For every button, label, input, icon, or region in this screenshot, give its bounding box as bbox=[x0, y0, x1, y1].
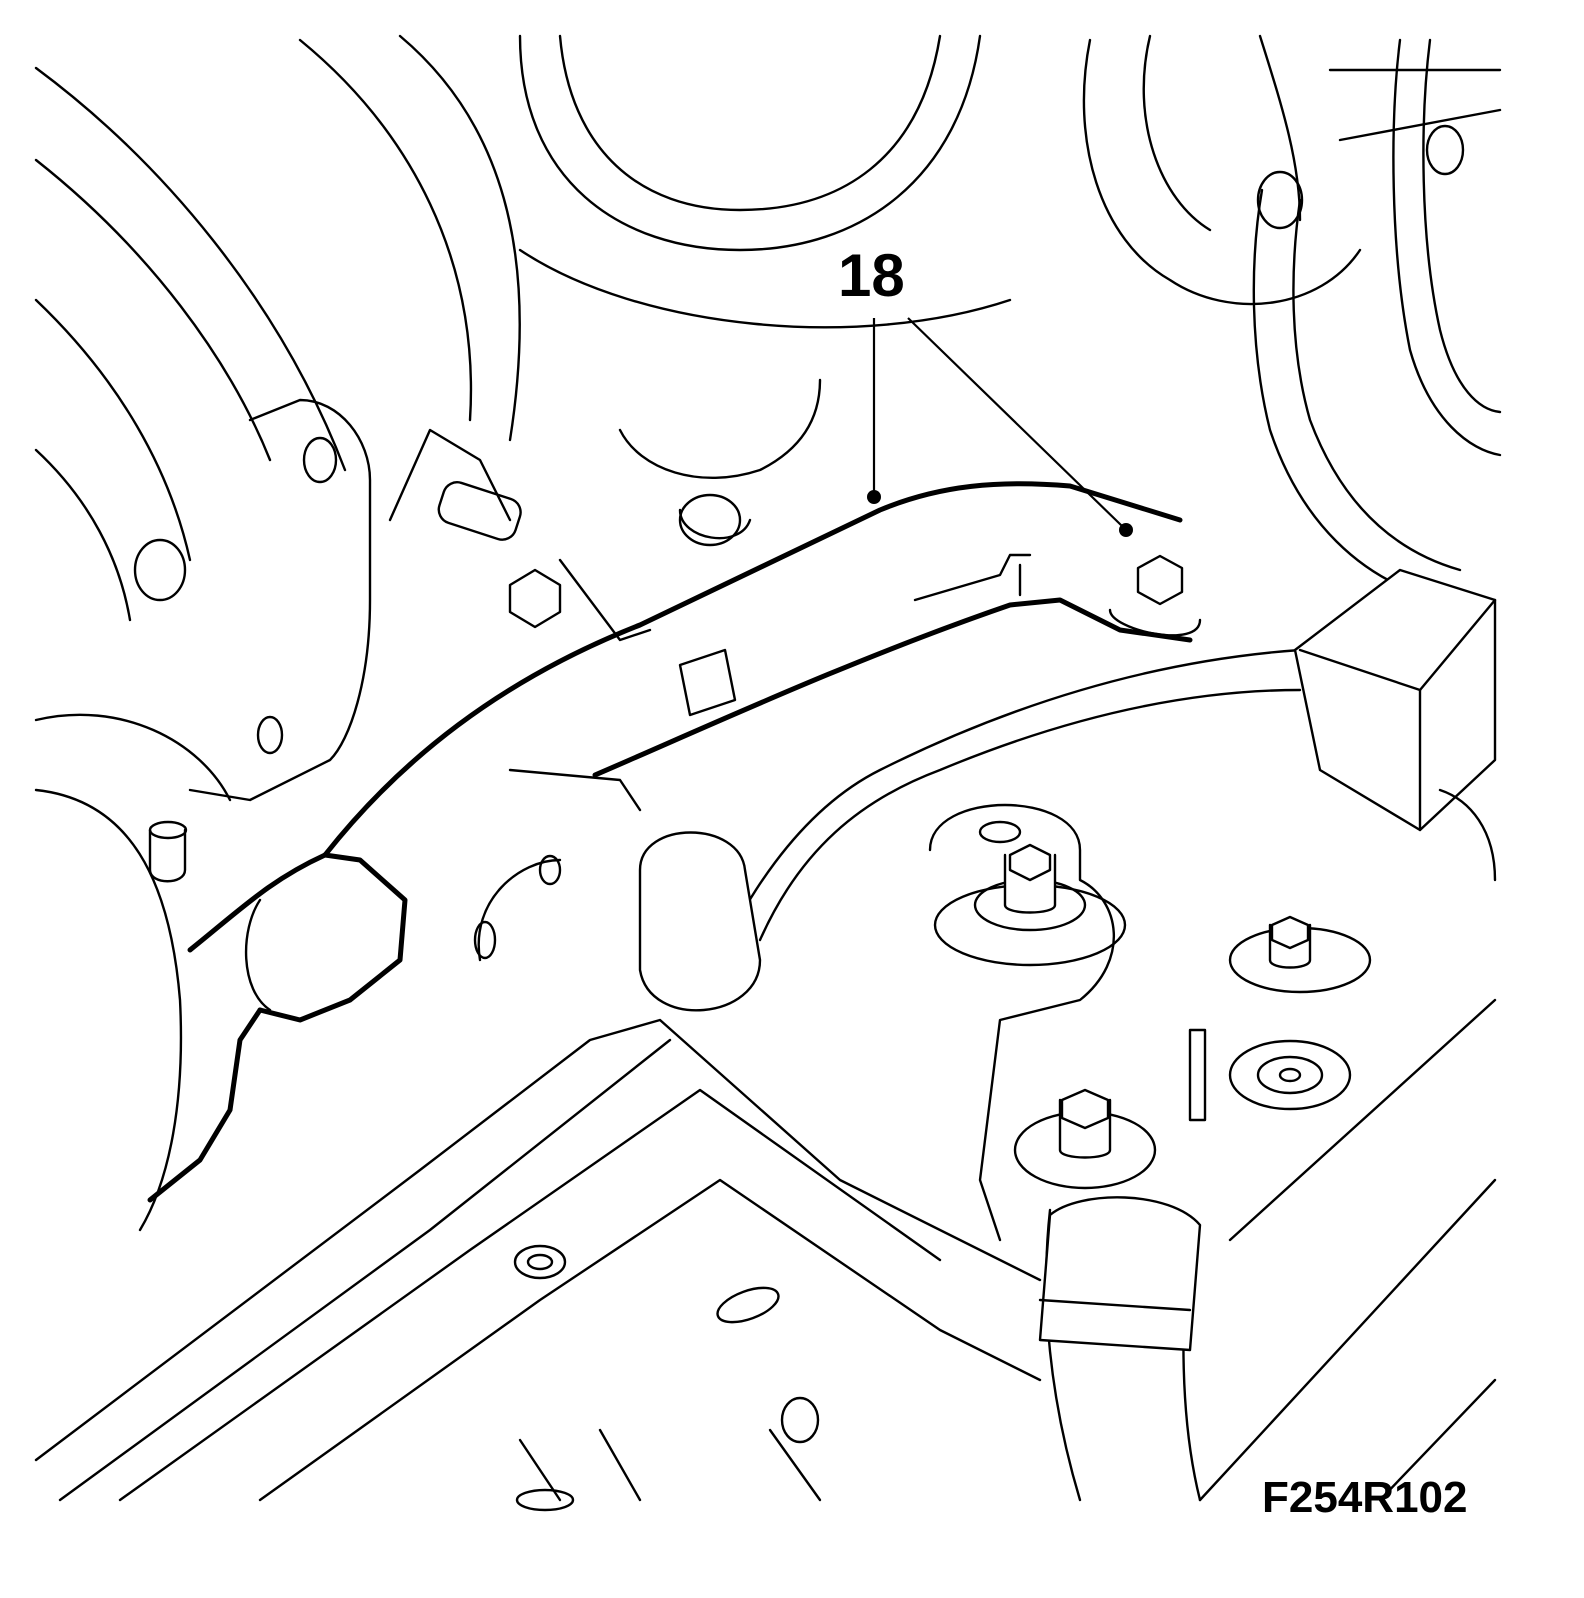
leader-line-2 bbox=[907, 317, 1123, 527]
leader-dot-2 bbox=[1119, 523, 1133, 537]
subframe bbox=[34, 1018, 1042, 1512]
left-housing-arcs bbox=[34, 34, 521, 1232]
callout-leaders bbox=[867, 317, 1133, 537]
right-lower-structure bbox=[1198, 788, 1497, 1502]
right-hose bbox=[1252, 38, 1502, 602]
hex-bolt-left bbox=[148, 568, 562, 883]
coolant-hose-centre bbox=[638, 648, 1302, 1012]
leader-dot-1 bbox=[867, 490, 881, 504]
mid-structure bbox=[473, 378, 822, 962]
wiring-harness-left bbox=[147, 481, 1193, 1203]
engine-mount bbox=[928, 803, 1372, 1242]
callout-label-18: 18 bbox=[838, 242, 905, 309]
lower-hose bbox=[1038, 1196, 1202, 1502]
connector-block bbox=[1293, 568, 1497, 832]
harness-bolt bbox=[1108, 554, 1202, 637]
harness-clip bbox=[678, 553, 1032, 717]
left-bracket bbox=[133, 398, 522, 802]
figure-code: F254R102 bbox=[1262, 1473, 1468, 1522]
top-cylinder bbox=[518, 34, 1012, 329]
top-right-cylinder bbox=[1082, 34, 1502, 306]
